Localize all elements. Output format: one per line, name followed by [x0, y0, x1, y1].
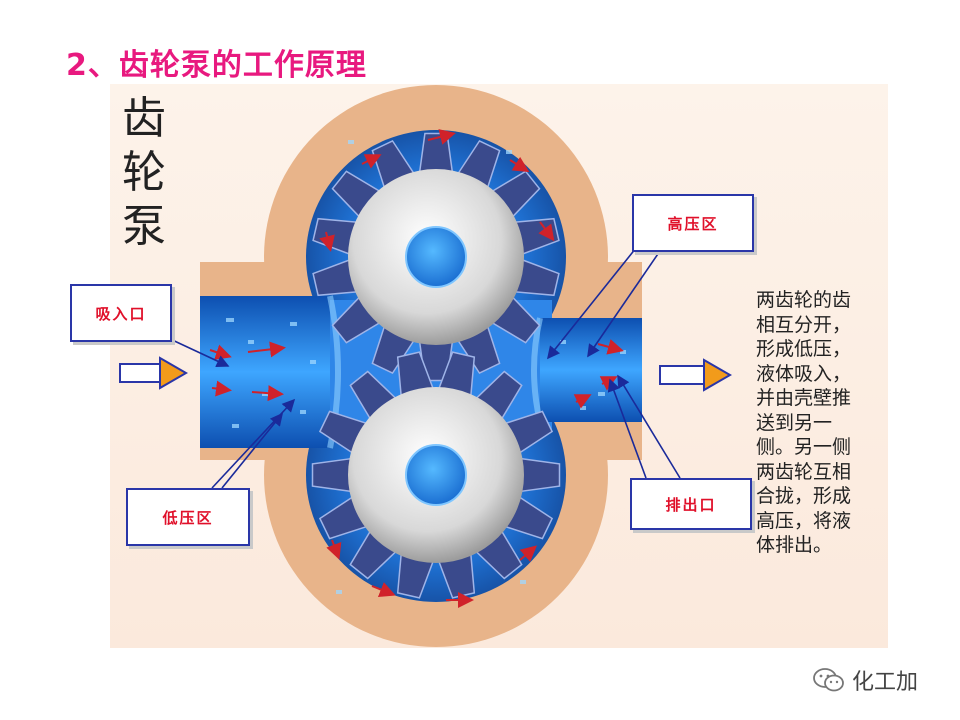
description-line: 形成低压，: [756, 338, 852, 360]
outlet-direction-arrow: [659, 358, 733, 392]
vertical-title-char: 齿: [122, 93, 166, 144]
lower-gear-shaft: [405, 444, 467, 506]
description-line: 高压，将液: [756, 509, 852, 532]
callout-lines: [167, 247, 681, 489]
description-line: 并由壳壁推: [756, 387, 852, 409]
description-line: 两齿轮互相: [756, 460, 852, 483]
gear-tooth: [418, 132, 454, 176]
description-line: 送到另一: [756, 411, 833, 434]
description-text: 两齿轮的齿 相互分开， 形成低压， 液体吸入， 并由壳壁推 送到另一 侧。另一侧…: [756, 288, 876, 558]
description-line: 两齿轮的齿: [756, 289, 852, 311]
description-line: 相互分开，: [756, 313, 852, 336]
description-line: 合拢，形成: [756, 485, 852, 507]
wechat-icon: [813, 668, 844, 692]
vertical-title-char: 轮: [122, 147, 166, 198]
flow-arrows: [209, 129, 624, 608]
vertical-title-char: 泵: [122, 201, 166, 252]
gear-tooth: [311, 457, 355, 493]
outlet-pipe: [540, 318, 642, 422]
vertical-title: 齿 轮 泵: [116, 92, 172, 254]
inlet-direction-arrow: [119, 356, 189, 390]
description-line: 侧。另一侧: [756, 436, 852, 458]
description-line: 体排出。: [756, 534, 833, 556]
high-pressure-label: 高压区: [632, 194, 754, 252]
watermark: 化工加: [812, 664, 918, 696]
suction-port-label: 吸入口: [70, 284, 172, 342]
watermark-text: 化工加: [852, 670, 919, 695]
discharge-port-label: 排出口: [630, 478, 752, 530]
low-pressure-label: 低压区: [126, 488, 250, 546]
description-line: 液体吸入，: [756, 362, 852, 385]
gear-tooth: [517, 457, 561, 493]
inlet-pipe: [200, 296, 330, 448]
upper-gear-shaft: [405, 226, 467, 288]
slide-title: 2、齿轮泵的工作原理: [66, 48, 367, 83]
